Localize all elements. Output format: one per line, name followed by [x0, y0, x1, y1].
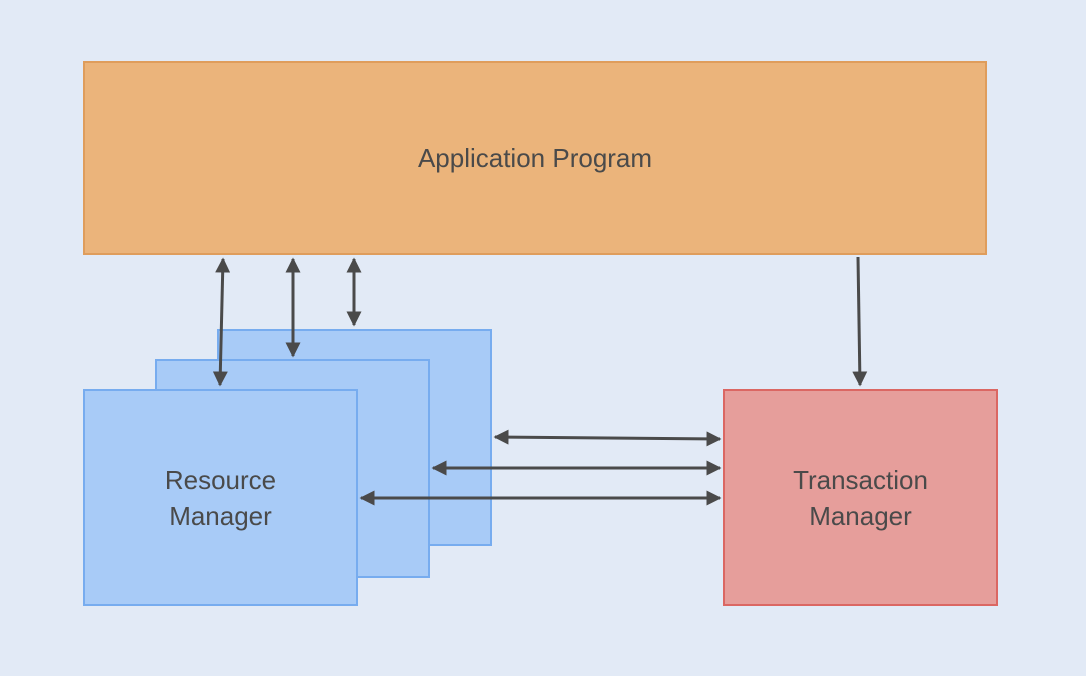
resource-manager-label-line1: Resource [164, 464, 277, 495]
application-program-label: Application Program [417, 143, 653, 173]
resource-manager-label: Resource Manager [165, 462, 276, 534]
transaction-manager-box: Transaction Manager [723, 389, 998, 606]
arrow-app-tm [852, 256, 868, 387]
arrow-rm-tm-1 [493, 429, 722, 447]
transaction-manager-label: Transaction Manager [793, 462, 928, 534]
resource-manager-label-line2: Manager [169, 500, 272, 531]
transaction-manager-label-line2: Manager [809, 500, 912, 531]
transaction-manager-label-line1: Transaction [793, 464, 928, 495]
resource-manager-box: Resource Manager [83, 389, 358, 606]
application-program-box: Application Program [83, 61, 987, 255]
